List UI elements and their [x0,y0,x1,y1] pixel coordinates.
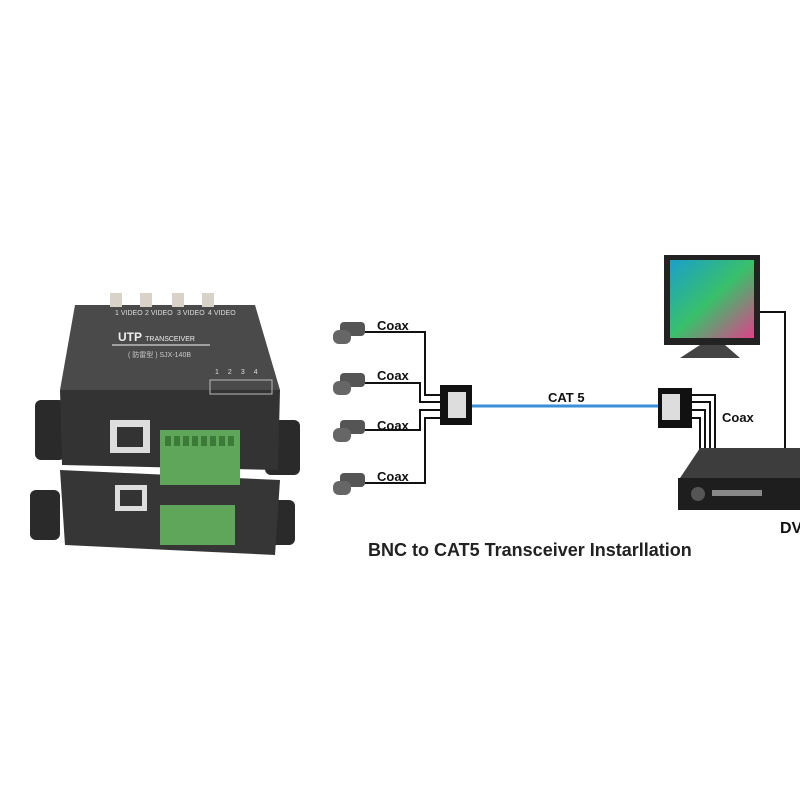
port-number: 2 [145,310,149,317]
port-number: 3 [177,310,181,317]
dvr-label: DV [780,520,800,537]
video-port-4: 4 VIDEO [208,310,236,317]
port-label: VIDEO [150,310,173,317]
port-label: VIDEO [182,310,205,317]
monitor-icon [664,255,760,358]
transceiver-photo [30,293,300,555]
brand: UTP [118,330,142,344]
port-label: VIDEO [213,310,236,317]
dvr-coax-label: Coax [722,410,754,425]
diagram-title: BNC to CAT5 Transceiver Instarllation [368,540,692,560]
bnc-connectors [110,293,214,307]
dvr-icon [678,448,800,510]
transceiver-icon-left [440,385,472,425]
coax-wires [365,311,786,484]
terminal-number: 2 [227,369,232,376]
cat5-label: CAT 5 [548,390,585,405]
terminal-number: 1 [215,369,219,376]
camera-icons [333,322,365,495]
brand-label: UTP TRANSCEIVER [118,330,195,344]
terminal-numbers: 1 2 3 4 [215,369,258,376]
terminal-number: 4 [253,369,258,376]
video-port-3: 3 VIDEO [177,310,205,317]
coax-label-1: Coax [377,318,409,333]
terminal-number: 3 [240,369,245,376]
port-label: VIDEO [120,310,143,317]
coax-label-2: Coax [377,368,409,383]
video-port-1: 1 VIDEO [115,310,143,317]
model-label: ( 防雷型 ) SJX-140B [128,352,192,359]
port-number: 4 [208,310,212,317]
transceiver-icon-right [658,388,692,428]
coax-label-3: Coax [377,418,409,433]
video-port-2: 2 VIDEO [145,310,173,317]
port-number: 1 [115,310,119,317]
product: TRANSCEIVER [145,336,195,343]
coax-label-4: Coax [377,469,409,484]
